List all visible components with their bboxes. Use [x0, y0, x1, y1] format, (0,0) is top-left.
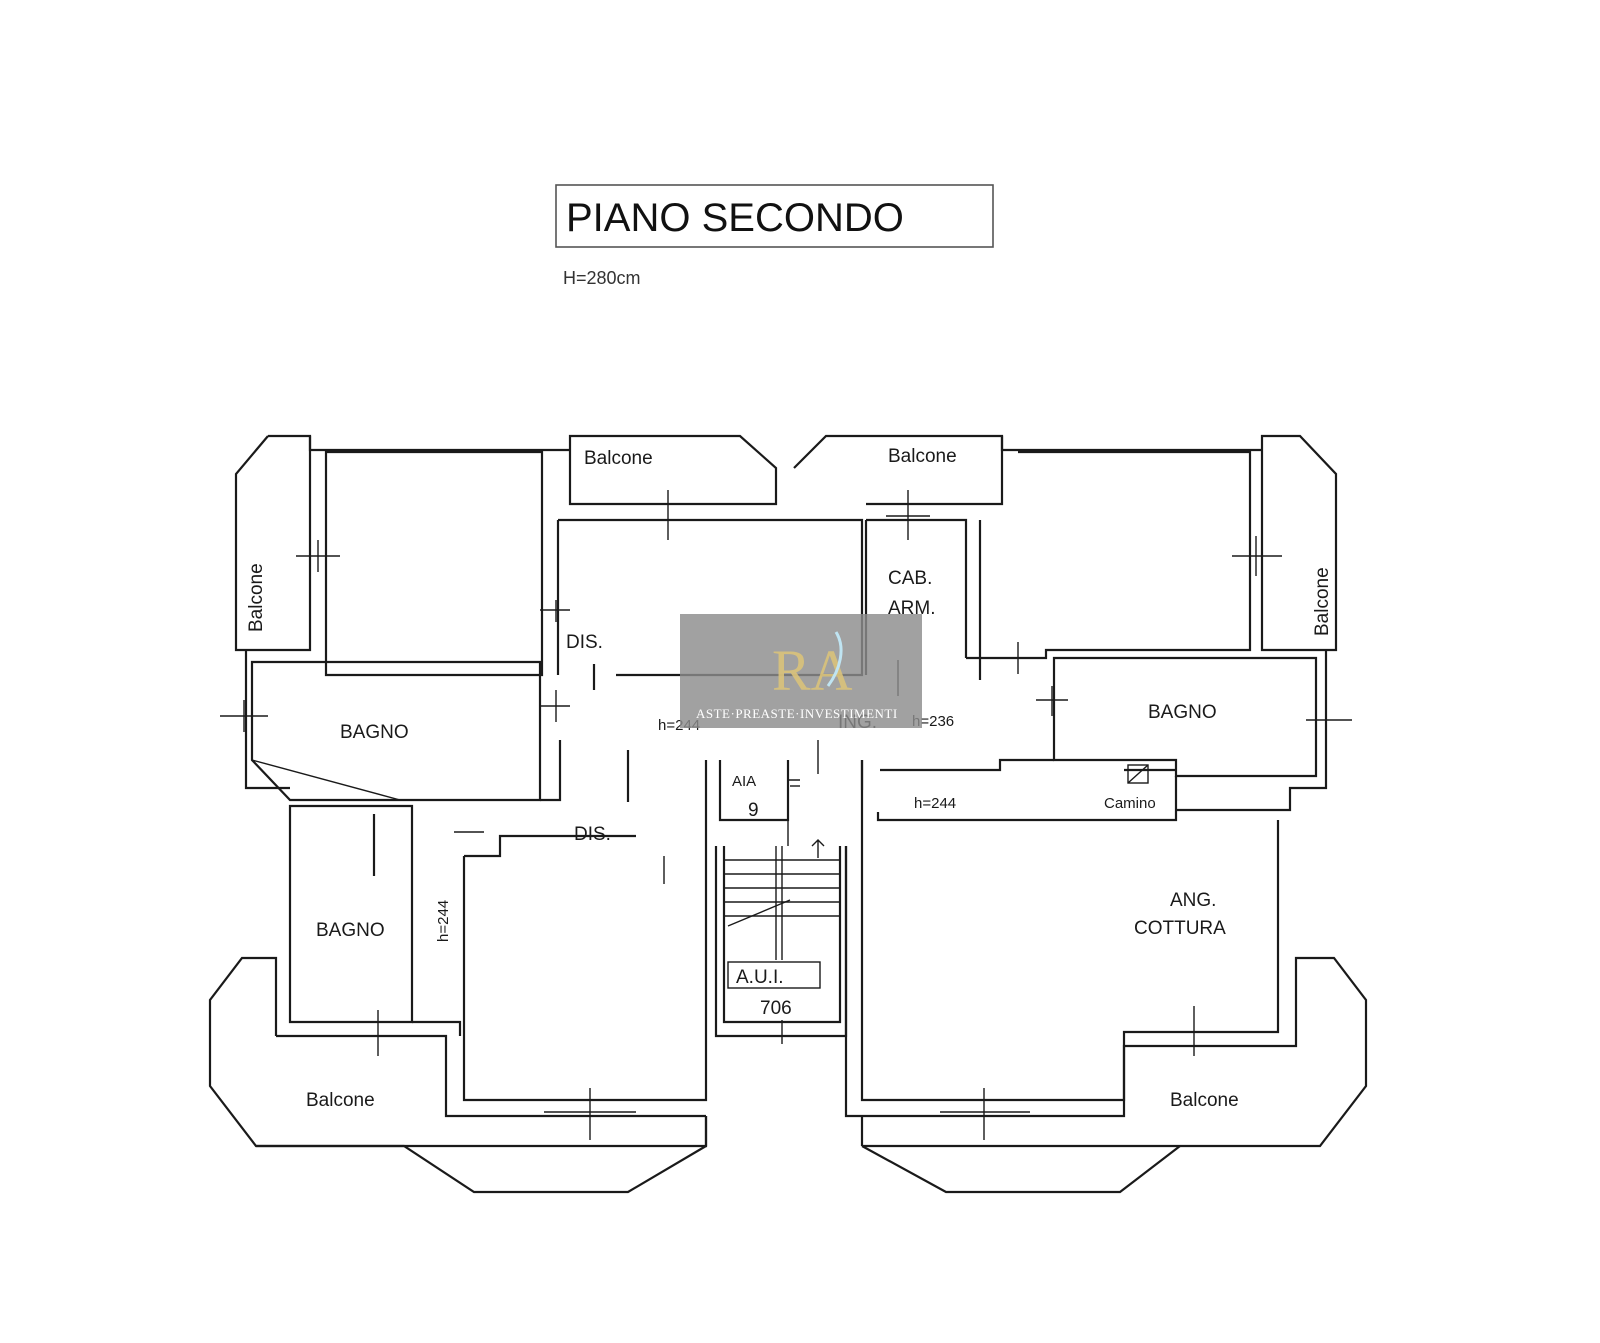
wall-outline	[880, 656, 1054, 772]
label-balcone-bottom-right: Balcone	[1170, 1090, 1239, 1111]
floor-height: H=280cm	[563, 268, 641, 288]
wall-outline	[462, 846, 708, 1102]
label-balcone-bottom-left: Balcone	[306, 1090, 375, 1111]
label-ang-line2: COTTURA	[1134, 918, 1226, 939]
watermark-text: ASTE·PREASTE·INVESTIMENTI	[696, 706, 898, 721]
label-camino: Camino	[1104, 795, 1156, 812]
label-bagno-right: BAGNO	[1148, 702, 1217, 723]
door-mark	[540, 600, 570, 622]
window-mark	[1306, 696, 1352, 744]
title-block: PIANO SECONDO H=280cm	[555, 184, 994, 288]
wall-outline	[250, 660, 542, 802]
label-aui-line1: A.U.I.	[736, 967, 784, 988]
stair-wall	[787, 760, 800, 846]
watermark-logo: RA	[772, 638, 853, 703]
label-cab-line2: ARM.	[888, 598, 936, 619]
wall-outline	[234, 435, 312, 652]
balcony-outline	[844, 846, 1368, 1148]
stair-wall	[714, 846, 848, 1038]
wall-outline	[876, 776, 1178, 822]
wall-outline	[464, 834, 636, 858]
window-mark	[220, 700, 268, 732]
wall-outline	[276, 1020, 706, 1118]
window-mark	[940, 1088, 1030, 1140]
stair-wall	[704, 760, 864, 846]
wall-outline	[978, 450, 1252, 660]
height-center-right: h=236	[912, 713, 954, 730]
wall-outline	[268, 434, 778, 506]
label-dis-lower: DIS.	[574, 824, 611, 845]
balcony-outline	[861, 1145, 1181, 1194]
height-vertical: h=244	[435, 900, 452, 942]
label-balcone-top-right: Balcone	[888, 446, 957, 467]
wall-outline	[1000, 434, 1338, 652]
window-mark	[544, 1088, 636, 1140]
room-labels: Balcone Balcone Balcone Balcone Balcone …	[246, 446, 1333, 1111]
window-mark	[296, 540, 340, 572]
label-aia-line2: 9	[748, 800, 759, 821]
wall-outline	[251, 759, 401, 801]
door-mark	[1036, 686, 1068, 716]
watermark: RA ASTE·PREASTE·INVESTIMENTI	[680, 614, 922, 728]
label-aia-line1: AIA	[732, 773, 756, 790]
left-apartment	[208, 434, 864, 1194]
wall-outline	[556, 518, 616, 675]
fireplace-symbol	[1127, 764, 1149, 784]
label-aui-line2: 706	[760, 998, 792, 1019]
wall-outline	[860, 820, 1280, 1102]
stair-cut	[727, 899, 791, 927]
balcony-outline	[208, 956, 708, 1148]
plan-title: PIANO SECONDO	[566, 196, 904, 240]
label-balcone-top-left: Balcone	[584, 448, 653, 469]
wall-outline	[540, 740, 562, 802]
stair-arrow	[811, 839, 825, 858]
window-mark	[1232, 536, 1282, 576]
watermark-swoosh-icon	[826, 631, 843, 687]
label-bagno-lower-left: BAGNO	[316, 920, 385, 941]
wall-outline	[244, 650, 290, 790]
aui-box	[727, 961, 821, 989]
label-balcone-right: Balcone	[1312, 567, 1333, 636]
openings	[220, 490, 1352, 1140]
height-right: h=244	[914, 795, 956, 812]
watermark-box	[680, 614, 922, 728]
right-apartment	[793, 434, 1368, 1194]
label-dis-upper: DIS.	[566, 632, 603, 653]
label-balcone-left: Balcone	[246, 563, 267, 632]
label-cab-line1: CAB.	[888, 568, 932, 589]
balcony-outline	[256, 1144, 707, 1194]
label-ang-line1: ANG.	[1170, 890, 1216, 911]
wall-outline	[288, 804, 414, 1024]
label-bagno-left: BAGNO	[340, 722, 409, 743]
fireplace-symbol	[1127, 764, 1149, 784]
window-mark	[886, 490, 930, 540]
door-mark	[540, 690, 570, 722]
wall-outline	[1176, 650, 1328, 812]
title-frame	[555, 184, 994, 248]
wall-outline	[324, 450, 544, 677]
stairwell	[704, 760, 864, 1038]
